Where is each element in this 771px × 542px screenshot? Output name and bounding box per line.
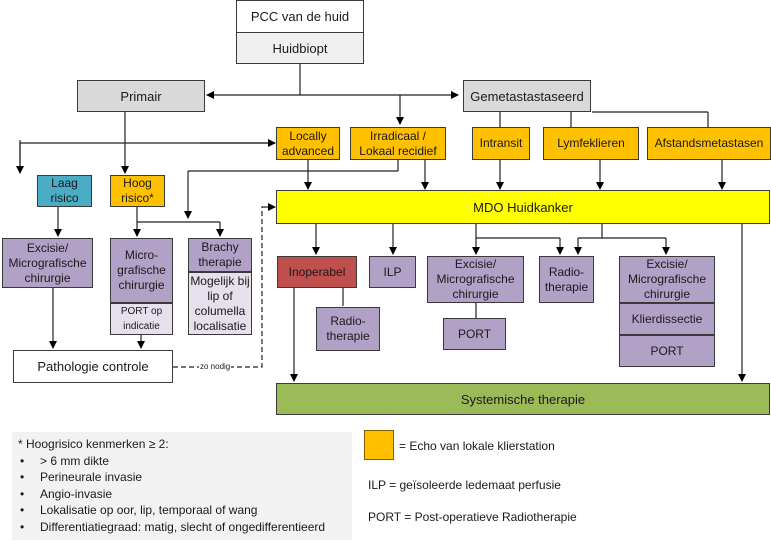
legend-swatch-label: = Echo van lokale klierstation <box>399 439 555 453</box>
node-port-mid: PORT <box>443 318 506 350</box>
legend-ilp: ILP = geïsoleerde ledemaat perfusie <box>368 478 561 492</box>
node-mdo: MDO Huidkanker <box>276 190 770 224</box>
node-pcc: PCC van de huid <box>236 0 364 33</box>
node-radiotherapie-inoperabel: Radio-therapie <box>316 307 380 351</box>
node-afstandsmetastasen: Afstandsmetastasen <box>647 127 771 160</box>
legend-item: > 6 mm dikte <box>18 453 346 470</box>
node-ilp: ILP <box>369 256 416 288</box>
node-pathologie: Pathologie controle <box>13 350 173 383</box>
node-locally-advanced: Locally advanced <box>276 127 340 160</box>
node-micrografische: Micro-grafische chirurgie <box>110 238 173 303</box>
node-lymfeklieren: Lymfeklieren <box>543 127 639 160</box>
label-zo-nodig: zo nodig <box>199 362 232 371</box>
node-primair: Primair <box>77 80 205 112</box>
node-intransit: Intransit <box>472 127 530 160</box>
node-inoperabel: Inoperabel <box>277 256 357 288</box>
node-excisie-mid: Excisie/ Micrografische chirurgie <box>427 256 524 303</box>
node-gemetastaseerd: Gemetastastaseerd <box>463 80 591 112</box>
legend-item: Differentiatiegraad: matig, slecht of on… <box>18 519 346 536</box>
legend-item: Angio-invasie <box>18 486 346 503</box>
legend-item: Lokalisatie op oor, lip, temporaal of wa… <box>18 502 346 519</box>
node-systemische: Systemische therapie <box>276 383 770 415</box>
node-huidbiopt: Huidbiopt <box>236 32 364 64</box>
legend-high-risk: * Hoogrisico kenmerken ≥ 2: > 6 mm dikte… <box>12 432 352 540</box>
legend-heading: * Hoogrisico kenmerken ≥ 2: <box>18 437 169 451</box>
node-irradicaal: Irradicaal / Lokaal recidief <box>350 127 446 160</box>
legend-item: Perineurale invasie <box>18 469 346 486</box>
legend-port: PORT = Post-operatieve Radiotherapie <box>368 510 577 524</box>
node-klierdissectie: Klierdissectie <box>619 303 715 335</box>
legend-list: > 6 mm dikte Perineurale invasie Angio-i… <box>18 453 346 536</box>
node-laag-risico: Laag risico <box>37 175 92 207</box>
node-port-op-indicatie: PORT op indicatie <box>110 303 173 335</box>
node-port-right: PORT <box>619 335 715 367</box>
node-excisie-left: Excisie/ Micrografische chirurgie <box>2 238 93 288</box>
node-radiotherapie-mid: Radio-therapie <box>539 256 594 303</box>
node-excisie-right: Excisie/ Micrografische chirurgie <box>619 256 715 303</box>
legend-swatch-orange <box>364 430 394 460</box>
node-hoog-risico: Hoog risico* <box>110 175 165 207</box>
node-brachy-note: Mogelijk bij lip of columella localisati… <box>188 272 252 335</box>
node-brachy: Brachy therapie <box>188 238 252 272</box>
